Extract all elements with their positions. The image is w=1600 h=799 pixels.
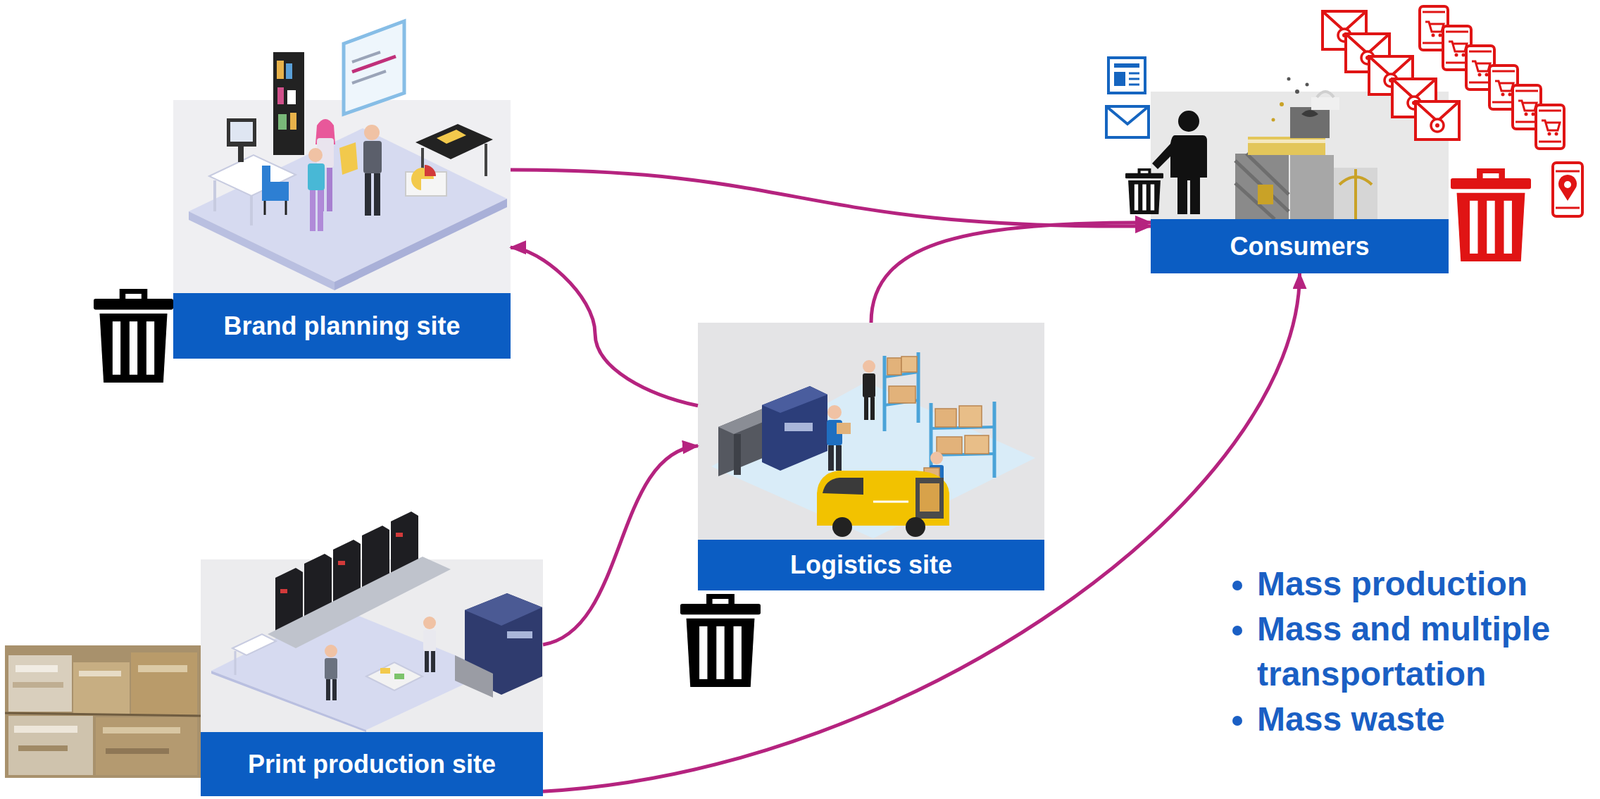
flow-arrow bbox=[542, 445, 698, 645]
site-label: Print production site bbox=[247, 750, 496, 779]
flow-arrow bbox=[510, 169, 1151, 227]
flow-arrow bbox=[871, 222, 1151, 323]
site-label-band: Brand planning site bbox=[173, 292, 511, 359]
bullet-point: Mass waste bbox=[1257, 696, 1596, 742]
bullet-list: Mass productionMass and multiple transpo… bbox=[1228, 561, 1596, 742]
site-label: Brand planning site bbox=[223, 311, 460, 341]
flow-arrow bbox=[542, 273, 1300, 791]
site-label: Consumers bbox=[1229, 232, 1370, 261]
site-label: Logistics site bbox=[790, 550, 953, 579]
bullet-point: Mass production bbox=[1257, 561, 1596, 607]
site-panel: Print production site bbox=[200, 559, 543, 796]
site-label-band: Print production site bbox=[200, 731, 543, 796]
site-panel: Logistics site bbox=[697, 322, 1045, 591]
site-panel: Brand planning site bbox=[173, 100, 511, 359]
site-panel: Consumers bbox=[1150, 91, 1449, 274]
flow-arrow bbox=[510, 247, 698, 406]
site-label-band: Consumers bbox=[1150, 219, 1449, 274]
site-label-band: Logistics site bbox=[697, 539, 1045, 591]
bullet-point: Mass and multiple transportation bbox=[1257, 606, 1596, 697]
